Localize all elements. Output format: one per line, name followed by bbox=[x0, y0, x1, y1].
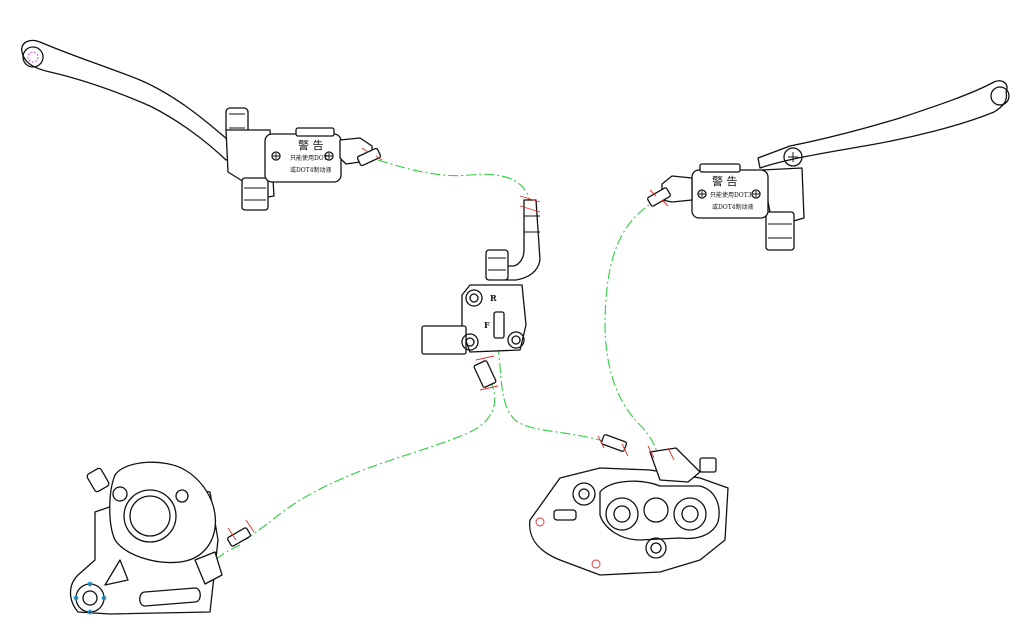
left-lever-blade bbox=[21, 39, 233, 161]
rear-caliper-banjo bbox=[649, 447, 701, 483]
front-caliper-assembly bbox=[69, 461, 255, 615]
rear-caliper-assembly bbox=[529, 434, 729, 576]
right-warning-title: 警 告 bbox=[712, 174, 738, 188]
left-warning-title: 警 告 bbox=[298, 138, 324, 152]
hose-left-master-to-valve bbox=[377, 159, 531, 211]
front-caliper-slot bbox=[139, 587, 201, 607]
rear-caliper-piston-icon bbox=[605, 497, 639, 531]
grip-point-icon-3 bbox=[87, 581, 93, 587]
grip-point-icon-4 bbox=[87, 609, 93, 615]
left-clamp-lower bbox=[241, 177, 269, 211]
rear-caliper-body bbox=[599, 480, 720, 541]
delay-valve-assembly: R F bbox=[421, 195, 541, 391]
hose-right-master-to-rear-caliper bbox=[604, 197, 661, 456]
valve-top-nut bbox=[485, 249, 509, 281]
right-lever-blade bbox=[757, 80, 1008, 169]
rear-bracket-hole-icon-2 bbox=[591, 559, 601, 569]
rear-bracket-hole-icon bbox=[535, 517, 545, 527]
brake-hoses bbox=[204, 159, 661, 573]
right-lever-pivot-icon bbox=[783, 147, 803, 167]
valve-left-block bbox=[421, 325, 467, 355]
left-warning-line2: 或DOT4制动液 bbox=[290, 166, 332, 174]
valve-port-icon bbox=[461, 333, 479, 351]
rear-caliper-bleeder bbox=[553, 509, 577, 521]
front-caliper-piston bbox=[123, 489, 177, 543]
left-lever-pivot-hole-icon bbox=[27, 51, 39, 63]
right-warning-line2: 或DOT4制动液 bbox=[712, 203, 754, 211]
valve-mark-r: R bbox=[490, 293, 497, 303]
right-clamp-lower bbox=[765, 211, 795, 251]
right-clamp-body bbox=[761, 167, 805, 223]
left-reservoir-screw-icon-2 bbox=[324, 151, 334, 161]
valve-mount-hole-icon bbox=[465, 289, 483, 307]
valve-upper-fitting bbox=[505, 199, 541, 281]
front-caliper-bleeder bbox=[86, 467, 110, 493]
left-reservoir-screw-icon bbox=[271, 151, 281, 161]
front-caliper-body bbox=[109, 461, 217, 564]
rear-caliper-piston-icon-2 bbox=[673, 497, 707, 531]
valve-mark-f: F bbox=[484, 320, 490, 330]
grip-point-icon-2 bbox=[101, 595, 107, 601]
grip-point-icon bbox=[73, 595, 79, 601]
hose-valve-to-rear-caliper bbox=[497, 344, 613, 449]
left-warning-line1: 只能使用DOT bbox=[290, 154, 328, 162]
left-master-cylinder-assembly: 警 告 只能使用DOT 或DOT4制动液 bbox=[21, 39, 383, 211]
rear-caliper-lower-bolt-icon bbox=[645, 537, 667, 559]
valve-mount-hole-icon-2 bbox=[507, 331, 525, 349]
right-reservoir-screw-icon-2 bbox=[751, 189, 761, 199]
right-reservoir-screw-icon bbox=[697, 189, 707, 199]
valve-lower-fitting bbox=[473, 360, 497, 388]
right-lever-end-icon bbox=[990, 86, 1010, 106]
front-caliper-banjo bbox=[194, 551, 223, 585]
front-caliper-mount-hole-icon bbox=[75, 583, 105, 613]
front-caliper-cutout bbox=[104, 559, 129, 586]
left-lever-end-icon bbox=[22, 46, 44, 68]
right-master-cylinder-assembly: 警 告 只能使用DOT3 或DOT4制动液 bbox=[647, 80, 1010, 251]
right-warning-line1: 只能使用DOT3 bbox=[710, 191, 752, 199]
hose-valve-to-front-caliper bbox=[244, 379, 496, 541]
